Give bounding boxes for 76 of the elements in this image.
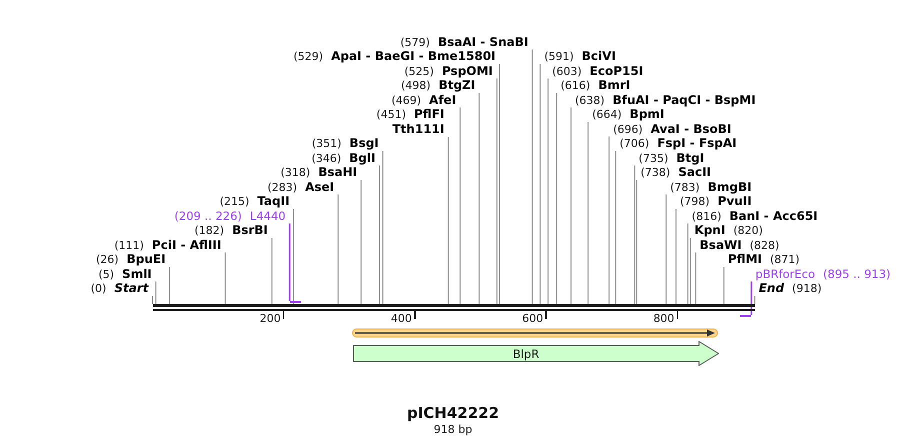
leader-line bbox=[750, 282, 752, 315]
tick-label: 200 bbox=[260, 312, 281, 325]
site-label: (498) BtgZI bbox=[400, 78, 480, 93]
site-label: (0) Start bbox=[90, 281, 152, 296]
feature-label: BlpR bbox=[512, 346, 540, 360]
site-label: BsaWI (828) bbox=[696, 238, 780, 252]
leader-line bbox=[478, 92, 480, 304]
leader-line bbox=[754, 296, 756, 304]
dna-backbone bbox=[152, 304, 755, 311]
leader-line bbox=[271, 238, 272, 304]
site-label: (283) AseI bbox=[268, 180, 338, 194]
leader-line bbox=[224, 252, 226, 304]
primer-label: pBRforEco (895 .. 913) bbox=[751, 266, 891, 282]
site-label: (318) BsaHI bbox=[280, 165, 362, 180]
leader-line bbox=[666, 194, 667, 304]
site-label: (215) TaqII bbox=[220, 194, 294, 209]
leader-line bbox=[378, 165, 380, 304]
site-label: (783) BmgBI bbox=[666, 180, 752, 194]
site-label: (738) SacII bbox=[636, 165, 712, 180]
site-label: (735) BtgI bbox=[634, 150, 704, 166]
site-label: PflMI (871) bbox=[724, 252, 800, 267]
leader-line bbox=[723, 266, 724, 304]
site-label: (182) BsrBI bbox=[194, 223, 272, 238]
leader-line bbox=[155, 281, 156, 304]
site-label: (451) PflFI Tth111I bbox=[376, 107, 448, 137]
leader-line bbox=[460, 107, 461, 304]
primer-label: (209 .. 226) L4440 bbox=[174, 208, 290, 224]
site-label: (5) SmlI bbox=[98, 266, 156, 282]
site-label: (469) AfeI bbox=[391, 92, 460, 108]
leader-line bbox=[499, 64, 500, 304]
orf-indicator bbox=[352, 328, 718, 338]
site-label: KpnI (820) bbox=[690, 223, 763, 238]
leader-line bbox=[690, 238, 691, 304]
leader-line bbox=[382, 150, 384, 304]
leader-line bbox=[570, 107, 572, 304]
tick-label: 600 bbox=[522, 312, 544, 325]
site-label: (696) AvaI - BsoBI bbox=[609, 122, 732, 136]
leader-line bbox=[687, 223, 688, 304]
site-label: (706) FspI - FspAI bbox=[616, 136, 737, 151]
leader-line bbox=[548, 78, 549, 304]
site-label: (26) BpuEI bbox=[96, 252, 170, 267]
leader-line bbox=[448, 136, 449, 304]
plasmid-name: pICH42222 bbox=[406, 404, 500, 422]
tick-label: 400 bbox=[390, 312, 412, 325]
site-label: (664) BpmI bbox=[588, 107, 664, 122]
site-label: (111) PciI - AflIII bbox=[114, 238, 226, 252]
leader-line bbox=[615, 150, 616, 304]
site-label: (591) BciVI bbox=[540, 49, 616, 64]
site-label: (525) PspOMI bbox=[404, 64, 497, 78]
leader-line bbox=[556, 92, 558, 304]
leader-line bbox=[532, 49, 533, 304]
site-label: End (918) bbox=[754, 281, 822, 296]
site-label: (579) BsaAI - SnaBI bbox=[400, 34, 532, 50]
site-label: (603) EcoP15I bbox=[548, 64, 644, 78]
site-label: (638) BfuAI - PaqCI - BspMI bbox=[571, 92, 756, 108]
leader-line bbox=[360, 180, 362, 304]
leader-line bbox=[293, 208, 294, 304]
site-label: (351) BsgI bbox=[312, 136, 383, 151]
leader-line bbox=[288, 224, 290, 301]
sequence-length: 918 bp bbox=[434, 423, 472, 436]
site-label: (816) BanI - Acc65I bbox=[688, 208, 818, 224]
leader-line bbox=[496, 78, 498, 304]
site-label: (616) BmrI bbox=[556, 78, 630, 93]
leader-line bbox=[634, 165, 636, 304]
leader-line bbox=[152, 296, 153, 304]
leader-line bbox=[608, 136, 610, 304]
site-label: (529) ApaI - BaeGI - Bme1580I bbox=[293, 49, 500, 64]
site-label: (346) BglI bbox=[312, 150, 380, 166]
tick-label: 800 bbox=[653, 312, 674, 325]
leader-line bbox=[169, 266, 170, 304]
leader-line bbox=[636, 180, 638, 304]
leader-line bbox=[540, 64, 541, 304]
leader-line bbox=[338, 194, 339, 304]
site-label: (798) PvuII bbox=[676, 194, 752, 209]
leader-line bbox=[695, 252, 696, 304]
leader-line bbox=[588, 122, 589, 304]
